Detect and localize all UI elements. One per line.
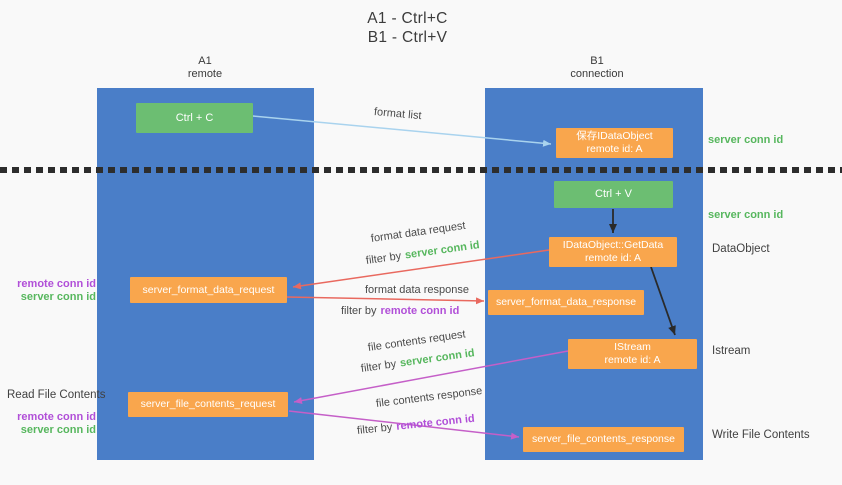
box-label: server_format_data_response [495,296,637,308]
ctrl-c-box: Ctrl + C [136,103,253,133]
filter-prefix: filter by [356,421,393,437]
write-file-contents-label: Write File Contents [712,429,810,441]
box-line: IDataObject::GetData [562,239,664,251]
column-name: B1 [590,55,604,67]
filter-prefix: filter by [341,305,377,317]
box-label: server_file_contents_response [531,433,675,445]
remote-conn-id-label: remote conn id [17,278,96,290]
column-name: A1 [198,55,212,67]
format-conn-id-pair: remote conn id server conn id [8,278,96,303]
istream-box: IStream remote id: A [568,339,697,369]
dataobject-label: DataObject [712,243,770,255]
format-data-request-label: format data request [370,219,467,245]
filter-prefix: filter by [360,358,397,375]
column-role: remote [187,68,223,80]
box-line: remote id: A [604,354,661,366]
box-label: server_format_data_request [142,283,275,296]
column-header-b1: B1 connection [547,55,647,81]
box-label: server_file_contents_request [140,398,276,410]
filter-key: server conn id [404,239,481,262]
box-line: remote id: A [586,143,643,155]
getdata-box: IDataObject::GetData remote id: A [549,237,677,267]
server-conn-id-label: server conn id [20,423,96,436]
filter-prefix: filter by [365,250,402,267]
diagram-title: A1 - Ctrl+C B1 - Ctrl+V [300,9,515,47]
column-header-a1: A1 remote [155,55,255,81]
server-format-data-request-box: server_format_data_request [130,277,287,303]
box-line: 保存IDataObject [576,130,653,142]
server-conn-id-label: server conn id [20,290,96,303]
format-data-response-label: format data response [365,284,469,296]
box-line: remote id: A [584,252,642,264]
filter-key: remote conn id [395,412,476,433]
istream-label: Istream [712,345,751,357]
read-file-contents-label: Read File Contents [7,389,106,401]
format-data-response-arrow [286,296,485,305]
title-line-2: B1 - Ctrl+V [367,29,448,46]
server-file-contents-response-box: server_file_contents_response [523,427,684,452]
server-format-data-response-box: server_format_data_response [488,290,644,315]
server-conn-id-mid-label: server conn id [708,209,784,221]
remote-conn-id-label: remote conn id [17,411,96,423]
title-line-1: A1 - Ctrl+C [367,10,448,27]
box-line: IStream [614,341,651,353]
save-dataobject-box: 保存IDataObject remote id: A [556,128,673,158]
column-role: connection [570,68,624,80]
section-divider [0,167,842,173]
ctrl-v-box: Ctrl + V [554,181,673,208]
server-conn-id-top-label: server conn id [708,134,784,146]
box-label: Ctrl + V [595,188,632,200]
box-label: Ctrl + C [175,111,214,124]
filter-key: remote conn id [380,305,460,317]
format-list-label: format list [373,106,423,123]
server-file-contents-request-box: server_file_contents_request [128,392,288,417]
file-contents-response-label: file contents response [375,385,483,410]
file-conn-id-pair: remote conn id server conn id [8,411,96,436]
filter-key: server conn id [399,347,476,370]
